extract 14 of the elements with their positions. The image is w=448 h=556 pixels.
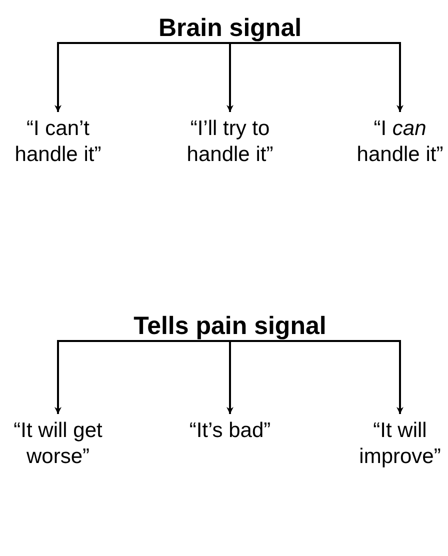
quote-text: “It will improve” (350, 418, 448, 470)
arrow (226, 42, 234, 112)
quote-text: “I can handle it” (350, 116, 448, 168)
quote-text: “I can’t handle it” (3, 116, 113, 168)
arrow (54, 42, 230, 112)
arrow (230, 42, 404, 112)
arrow (54, 340, 230, 414)
arrow (226, 340, 234, 414)
quote-text: “I’ll try to handle it” (171, 116, 289, 168)
quote-text: “It’s bad” (170, 418, 290, 444)
heading-text: Brain signal (130, 13, 330, 43)
arrow (230, 340, 404, 414)
quote-text: “It will get worse” (13, 418, 103, 470)
heading-text: Tells pain signal (110, 311, 350, 341)
